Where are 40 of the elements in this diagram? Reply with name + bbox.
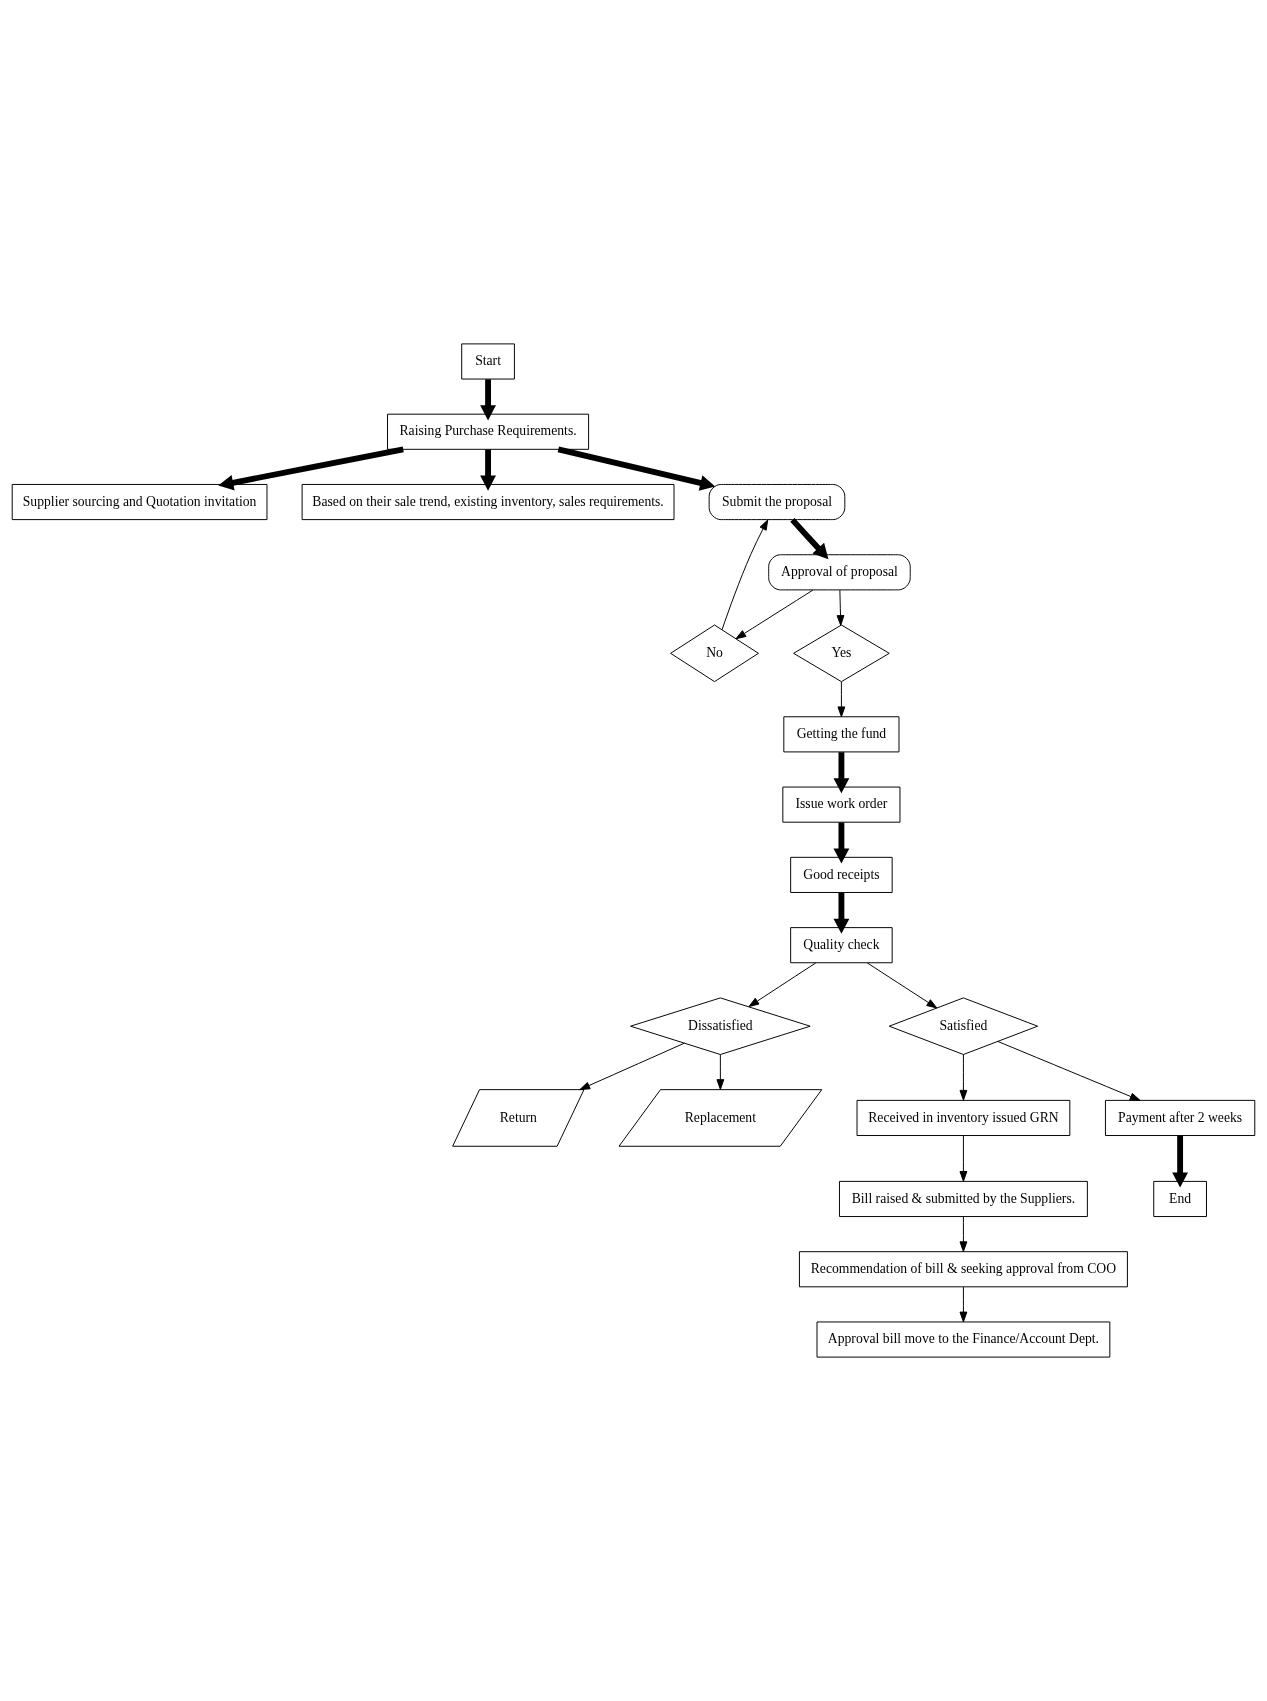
node-diamond: No (670, 624, 759, 683)
arrow (716, 1054, 725, 1090)
arrow (721, 519, 769, 631)
node-box: Based on their sale trend, existing inventory, sales requirements. (301, 483, 675, 521)
node-box: Bill raised & submitted by the Suppliers. (838, 1180, 1088, 1218)
node-box: Good receipts (790, 856, 893, 893)
arrow (866, 962, 938, 1009)
arrow (959, 1216, 968, 1253)
node-box: Approval of proposal (768, 554, 911, 591)
arrow (959, 1135, 968, 1182)
arrow (480, 379, 496, 421)
arrow (748, 962, 817, 1008)
node-box: Received in inventory issued GRN (856, 1099, 1071, 1136)
arrow (959, 1054, 968, 1101)
arrow (480, 449, 496, 491)
arrow (959, 1286, 968, 1323)
arrow (833, 892, 850, 934)
node-diamond: Yes (793, 624, 890, 683)
node-box: Approval bill move to the Finance/Account Dept. (816, 1321, 1111, 1358)
arrow (579, 1042, 685, 1091)
arrow (833, 752, 850, 794)
node-box: Submit the proposal (708, 483, 846, 521)
node-box: Payment after 2 weeks (1104, 1099, 1256, 1136)
arrow (997, 1040, 1141, 1101)
node-box: Issue work order (782, 786, 901, 823)
node-box: Supplier sourcing and Quotation invitation (11, 483, 268, 521)
arrow (557, 446, 716, 491)
node-box: Raising Purchase Requirements. (387, 413, 590, 450)
arrow (1172, 1135, 1189, 1188)
arrow (836, 589, 845, 626)
node-box: Recommendation of bill & seeking approval from COO (798, 1251, 1128, 1288)
arrow (735, 589, 814, 640)
node-box: Getting the fund (783, 716, 900, 753)
arrow (218, 446, 404, 491)
arrow (790, 517, 829, 560)
node-box: Quality check (790, 927, 893, 964)
node-box: End (1153, 1180, 1207, 1218)
node-box: Start (461, 343, 515, 380)
arrow (837, 681, 846, 718)
arrow (833, 822, 850, 864)
